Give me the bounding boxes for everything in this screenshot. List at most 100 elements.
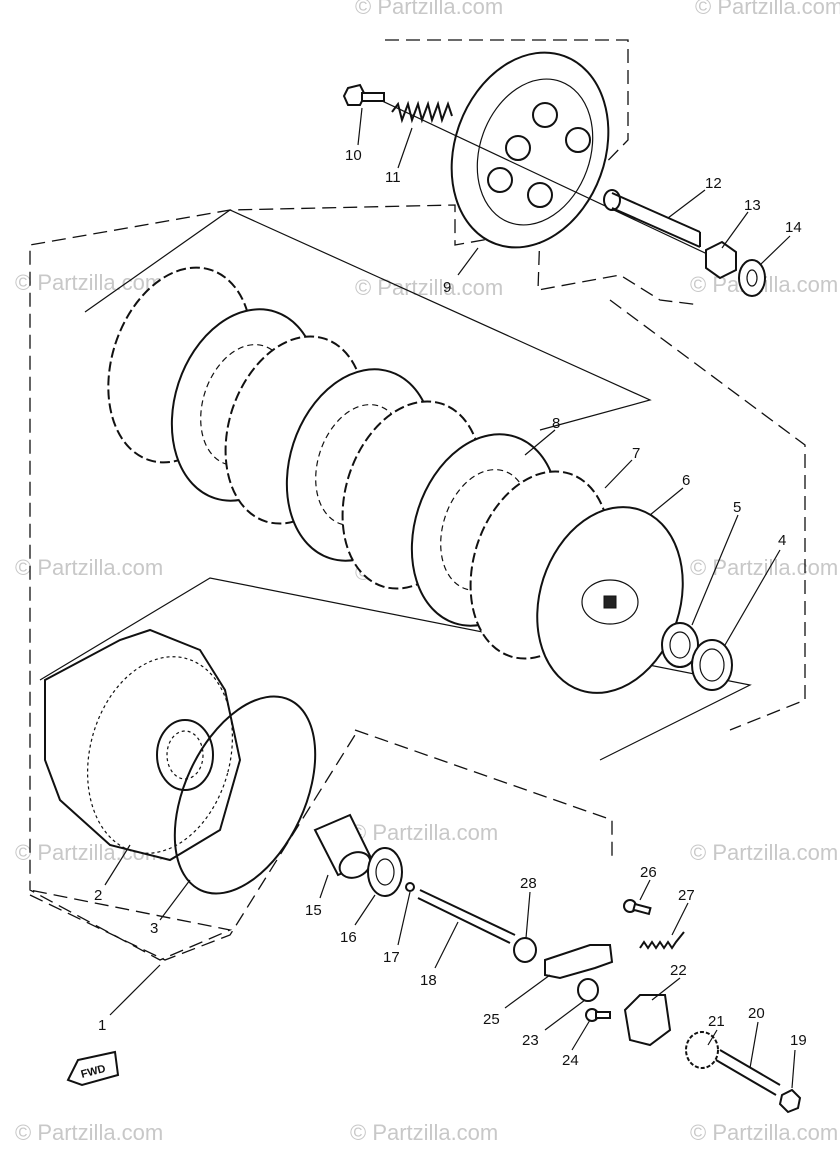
washer-4 — [691, 639, 733, 691]
leader-6 — [649, 487, 684, 516]
leader-20 — [749, 1021, 759, 1069]
callout-3: 3 — [150, 920, 158, 937]
outline-right — [609, 299, 806, 731]
callout-14: 14 — [785, 219, 802, 236]
clutch-plate-stack — [107, 266, 611, 660]
leader-7 — [604, 459, 633, 489]
callout-5: 5 — [733, 499, 741, 516]
leader-11 — [397, 127, 413, 169]
watermark-11: © Partzilla.com — [690, 840, 838, 865]
clutch-boss-6 — [536, 506, 684, 694]
spring-27 — [639, 931, 685, 950]
pressure-plate-inner — [476, 78, 594, 226]
leader-24 — [571, 1019, 591, 1051]
callout-4: 4 — [778, 532, 786, 549]
callout-13: 13 — [744, 197, 761, 214]
watermark-14: © Partzilla.com — [690, 1120, 838, 1145]
callout-7: 7 — [632, 445, 640, 462]
watermark-13: © Partzilla.com — [350, 1120, 498, 1145]
clutch-housing-basket — [44, 628, 242, 862]
bolt-20-shaft-bottom — [715, 1059, 777, 1096]
o-ring-3 — [173, 695, 317, 895]
outline-pressure-group — [537, 229, 701, 306]
callout-17: 17 — [383, 949, 400, 966]
callout-28: 28 — [520, 875, 537, 892]
nut-13 — [705, 240, 737, 280]
leader-26 — [639, 879, 651, 901]
bolt-20 — [715, 1049, 781, 1096]
push-rod-18-top — [419, 889, 516, 936]
pressure-plate — [379, 51, 721, 261]
leader-23 — [544, 999, 586, 1031]
leader-1 — [109, 964, 161, 1016]
leader-4 — [724, 549, 781, 646]
leader-5 — [691, 514, 739, 626]
callout-12: 12 — [705, 175, 722, 192]
callout-10: 10 — [345, 147, 362, 164]
callout-19: 19 — [790, 1032, 807, 1049]
plate-region-top — [84, 209, 652, 431]
callout-27: 27 — [678, 887, 695, 904]
spacer-15-end — [338, 851, 372, 879]
plate-region-bottom — [39, 577, 752, 761]
forward-arrow: FWD — [66, 1050, 120, 1087]
callout-6: 6 — [682, 472, 690, 489]
leader-13 — [721, 211, 749, 249]
bolt-26 — [623, 899, 652, 916]
leader-22 — [651, 977, 681, 1001]
nut-19 — [778, 1088, 802, 1114]
spring-11-coils — [391, 100, 453, 124]
callout-16: 16 — [340, 929, 357, 946]
leader-18 — [434, 921, 459, 969]
bolt-10-head — [342, 83, 367, 106]
washer-4-inner — [699, 648, 725, 682]
washer-14-outer — [738, 259, 766, 297]
washer-16-outer — [367, 847, 403, 897]
callout-15: 15 — [305, 902, 322, 919]
washer-4-outer — [691, 639, 733, 691]
bolt-10-shank — [361, 92, 385, 102]
leader-19 — [791, 1049, 796, 1089]
leader-17 — [397, 891, 411, 946]
outline-main — [29, 39, 629, 961]
watermark-10: © Partzilla.com — [350, 820, 498, 845]
boss-3 — [505, 135, 531, 161]
callout-20: 20 — [748, 1005, 765, 1022]
clutch-housing-center-gear — [166, 730, 204, 780]
washer-5-inner — [669, 631, 691, 659]
ball-17 — [405, 882, 415, 892]
washer-16-inner — [375, 858, 395, 886]
callout-24: 24 — [562, 1052, 579, 1069]
leader-28 — [525, 891, 531, 939]
bolt-26-shank — [632, 902, 652, 916]
bolt-24 — [585, 1008, 611, 1022]
watermark-6: © Partzilla.com — [15, 555, 163, 580]
bolt-10 — [342, 83, 385, 106]
bolt-24-shank — [595, 1011, 611, 1019]
callout-22: 22 — [670, 962, 687, 979]
leader-12 — [667, 189, 706, 219]
leader-10 — [357, 107, 363, 146]
clutch-boss-hub — [581, 579, 639, 625]
push-rod-18 — [417, 889, 516, 944]
watermark-8: © Partzilla.com — [690, 555, 838, 580]
leader-21 — [707, 1029, 718, 1046]
callout-26: 26 — [640, 864, 657, 881]
callout-25: 25 — [483, 1011, 500, 1028]
push-rod-12-upper — [611, 192, 701, 233]
washer-5-outer — [661, 622, 699, 668]
leader-14 — [759, 235, 791, 266]
callout-numbers: 1 2 3 4 5 6 7 8 9 10 11 12 13 14 15 16 1… — [94, 147, 807, 1069]
callout-21: 21 — [708, 1013, 725, 1030]
boss-2 — [565, 127, 591, 153]
washer-14 — [738, 259, 766, 297]
leader-25 — [504, 974, 551, 1009]
clutch-boss-spline — [603, 595, 617, 609]
plate-region-lines — [39, 209, 752, 761]
watermark-1: © Partzilla.com — [355, 0, 503, 19]
axis-line-top — [379, 99, 721, 261]
leader-9 — [457, 247, 479, 276]
callout-9: 9 — [443, 279, 451, 296]
push-rod-12 — [603, 189, 701, 248]
